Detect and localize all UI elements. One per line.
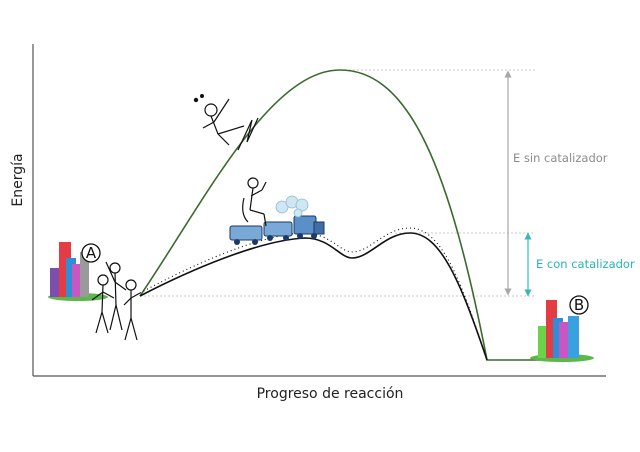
uncatalyzed-label: E sin catalizador: [513, 151, 608, 165]
node-a-label: A: [86, 244, 97, 262]
node-b-label: B: [574, 296, 584, 314]
city-b-illustration: B: [530, 295, 594, 362]
catalyzed-label: E con catalizador: [536, 257, 635, 271]
track-rails: [139, 227, 486, 356]
uncatalyzed-curve: [139, 69, 540, 361]
x-axis-label: Progreso de reacción: [257, 386, 404, 402]
falling-climber-figure: [193, 93, 259, 151]
catalyzed-curve: [139, 232, 488, 361]
node-b-circle: [569, 295, 589, 315]
stick-figures-group: [91, 261, 141, 341]
train-illustration: [229, 177, 325, 245]
seated-figure: [242, 177, 267, 227]
y-axis-label: Energía: [10, 153, 26, 206]
city-a-illustration: A: [48, 242, 108, 301]
node-a-circle: [81, 243, 101, 263]
